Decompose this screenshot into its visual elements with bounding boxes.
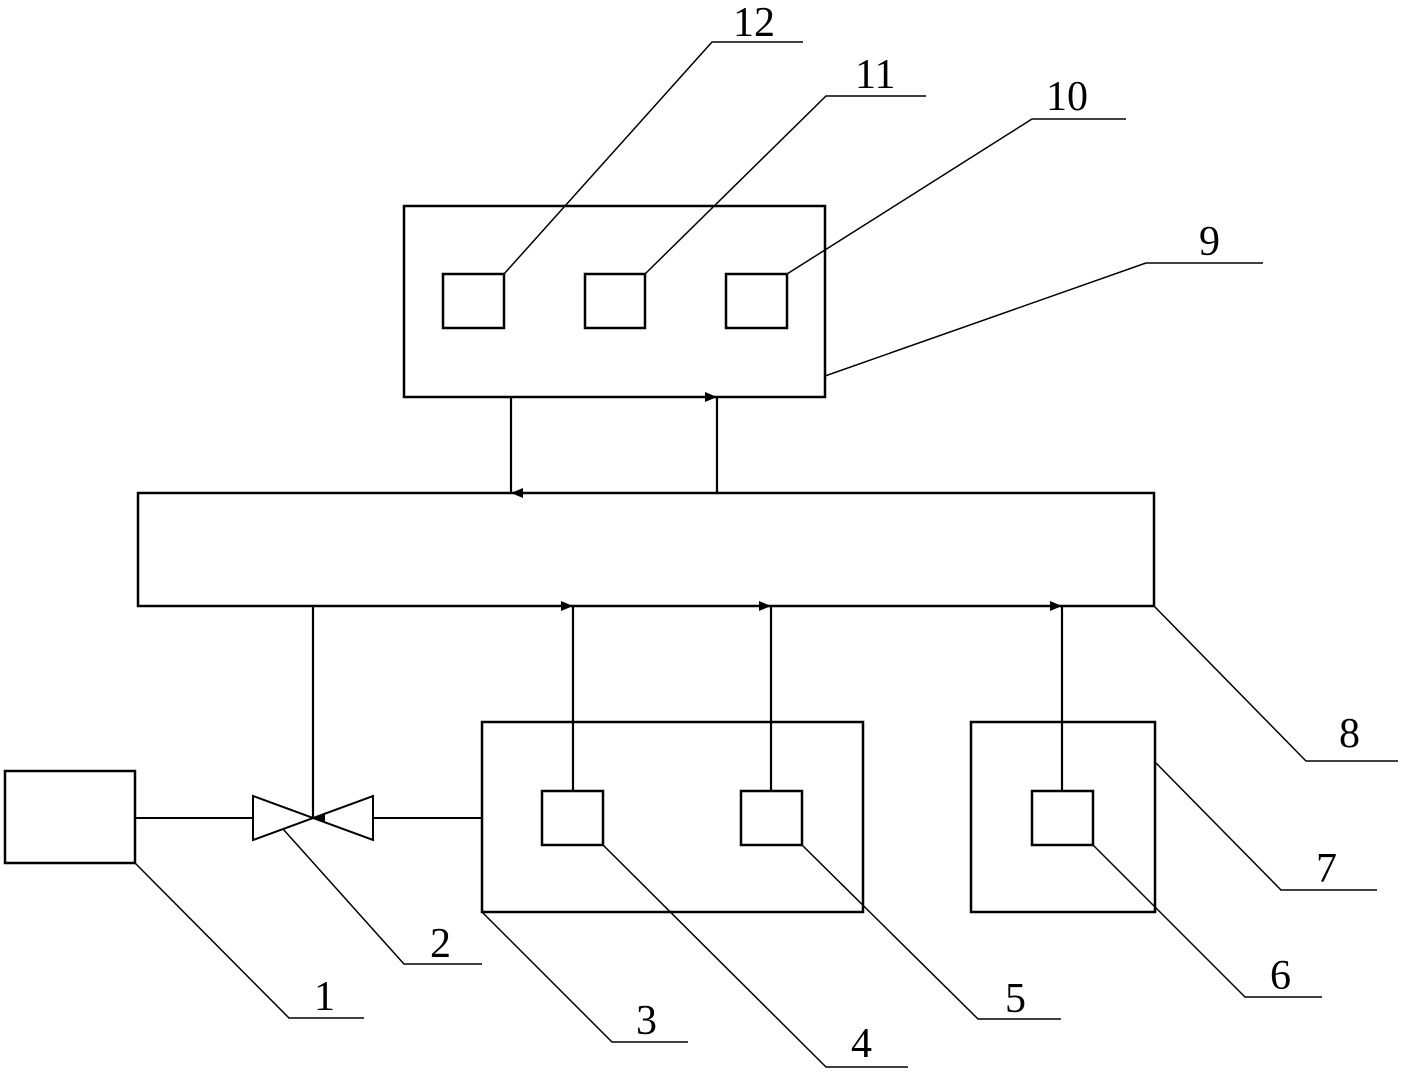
- label-9: 9: [1199, 219, 1220, 265]
- box-3-sensor-unit: [480, 720, 865, 914]
- label-5: 5: [1005, 976, 1026, 1022]
- box-4-sensor: [540, 789, 605, 847]
- label-8: 8: [1339, 711, 1360, 757]
- leader-1: [134, 862, 364, 1019]
- box-5-sensor: [739, 789, 804, 847]
- box-10-sub-block: [724, 272, 789, 330]
- box-8-middle-bar: [136, 491, 1156, 608]
- leader-8: [1153, 605, 1398, 762]
- leader-5: [801, 844, 1061, 1020]
- label-3: 3: [636, 998, 657, 1044]
- leader-7: [1154, 761, 1377, 891]
- label-4: 4: [851, 1021, 872, 1067]
- leader-10: [786, 118, 1126, 275]
- label-2: 2: [430, 921, 451, 967]
- label-12: 12: [733, 0, 775, 46]
- label-11: 11: [855, 52, 895, 98]
- label-1: 1: [314, 974, 335, 1020]
- leader-2: [282, 828, 482, 965]
- box-6-sensor: [1030, 789, 1095, 847]
- leader-4: [602, 844, 908, 1068]
- leader-9: [824, 262, 1263, 377]
- box-12-sub-block: [441, 272, 506, 330]
- box-9-top-unit: [402, 204, 827, 399]
- leader-6: [1092, 844, 1322, 998]
- box-1-source: [3, 769, 137, 865]
- label-10: 10: [1046, 74, 1088, 120]
- valve-2-symbol: [252, 794, 374, 842]
- label-6: 6: [1270, 953, 1291, 999]
- leader-3: [481, 911, 688, 1043]
- label-7: 7: [1316, 846, 1337, 892]
- box-11-sub-block: [583, 272, 647, 330]
- leader-12: [503, 41, 803, 275]
- leader-11: [644, 95, 926, 275]
